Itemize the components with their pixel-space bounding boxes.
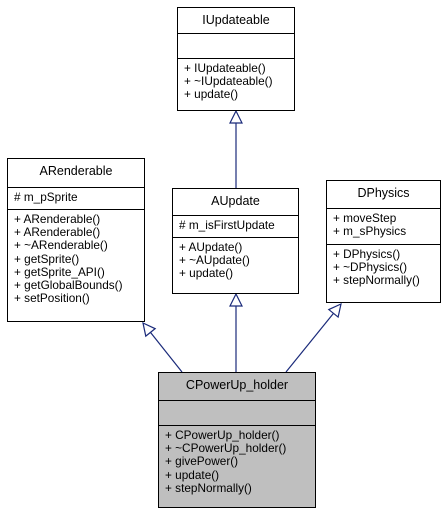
class-member: + ~DPhysics() bbox=[333, 260, 408, 275]
class-box-cpowerup-holder: CPowerUp_holder + CPowerUp_holder()+ ~CP… bbox=[158, 372, 316, 508]
class-member: + update() bbox=[165, 467, 220, 482]
class-name-dphysics: DPhysics bbox=[357, 186, 410, 200]
class-member: + DPhysics() bbox=[333, 247, 401, 261]
methods-aupdate: + AUpdate()+ ~AUpdate()+ update() bbox=[173, 237, 298, 284]
methods-dphysics: + DPhysics()+ ~DPhysics()+ stepNormally(… bbox=[327, 244, 440, 291]
class-name-cpowerup-holder: CPowerUp_holder bbox=[185, 378, 289, 392]
class-member: + AUpdate() bbox=[179, 240, 243, 254]
class-member: # m_pSprite bbox=[14, 190, 78, 204]
edge-cpowerup-to-dphysics bbox=[285, 312, 334, 373]
attributes-cpowerup-holder bbox=[159, 400, 315, 425]
class-member: + ~AUpdate() bbox=[179, 253, 250, 268]
inheritance-edges bbox=[142, 109, 342, 373]
class-member: + setPosition() bbox=[14, 291, 90, 306]
attributes-dphysics: + moveStep+ m_sPhysics bbox=[327, 208, 440, 244]
class-member: + getGlobalBounds() bbox=[14, 278, 123, 293]
class-member: + givePower() bbox=[165, 454, 239, 469]
attributes-arenderable: # m_pSprite bbox=[8, 187, 144, 209]
methods-cpowerup-holder: + CPowerUp_holder()+ ~CPowerUp_holder()+… bbox=[159, 425, 315, 498]
class-box-dphysics: DPhysics + moveStep+ m_sPhysics + DPhysi… bbox=[326, 180, 441, 303]
methods-iupdateable: + IUpdateable()+ ~IUpdateable()+ update(… bbox=[178, 58, 294, 105]
class-member: + update() bbox=[184, 87, 239, 102]
class-member: + ~IUpdateable() bbox=[184, 74, 273, 89]
class-member: + ARenderable() bbox=[14, 212, 101, 226]
class-member: + stepNormally() bbox=[165, 480, 252, 495]
class-member: # m_isFirstUpdate bbox=[179, 218, 275, 232]
class-member: + IUpdateable() bbox=[184, 61, 266, 75]
class-member: + m_sPhysics bbox=[333, 224, 407, 239]
class-member: + ~ARenderable() bbox=[14, 238, 108, 253]
inheritance-arrowhead bbox=[327, 302, 342, 319]
inheritance-arrowhead bbox=[229, 109, 243, 124]
methods-arenderable: + ARenderable()+ ARenderable()+ ~ARender… bbox=[8, 209, 144, 308]
class-member: + CPowerUp_holder() bbox=[165, 428, 280, 442]
class-name-iupdateable: IUpdateable bbox=[202, 13, 270, 27]
class-box-aupdate: AUpdate # m_isFirstUpdate + AUpdate()+ ~… bbox=[172, 188, 299, 294]
class-member: + update() bbox=[179, 266, 234, 281]
class-box-iupdateable: IUpdateable + IUpdateable()+ ~IUpdateabl… bbox=[177, 7, 295, 111]
edge-cpowerup-to-arenderable bbox=[150, 332, 183, 373]
attributes-iupdateable bbox=[178, 33, 294, 58]
class-member: + getSprite_API() bbox=[14, 264, 105, 279]
attributes-aupdate: # m_isFirstUpdate bbox=[173, 215, 298, 237]
inheritance-arrowhead bbox=[229, 292, 243, 307]
class-member: + stepNormally() bbox=[333, 273, 420, 288]
class-member: + getSprite() bbox=[14, 251, 80, 266]
class-member: + ~CPowerUp_holder() bbox=[165, 441, 287, 456]
class-member: + ARenderable() bbox=[14, 225, 101, 240]
class-name-arenderable: ARenderable bbox=[39, 164, 113, 178]
class-name-aupdate: AUpdate bbox=[211, 194, 260, 208]
class-box-arenderable: ARenderable # m_pSprite + ARenderable()+… bbox=[7, 158, 145, 322]
inheritance-arrowhead bbox=[142, 321, 157, 338]
class-member: + moveStep bbox=[333, 211, 397, 225]
